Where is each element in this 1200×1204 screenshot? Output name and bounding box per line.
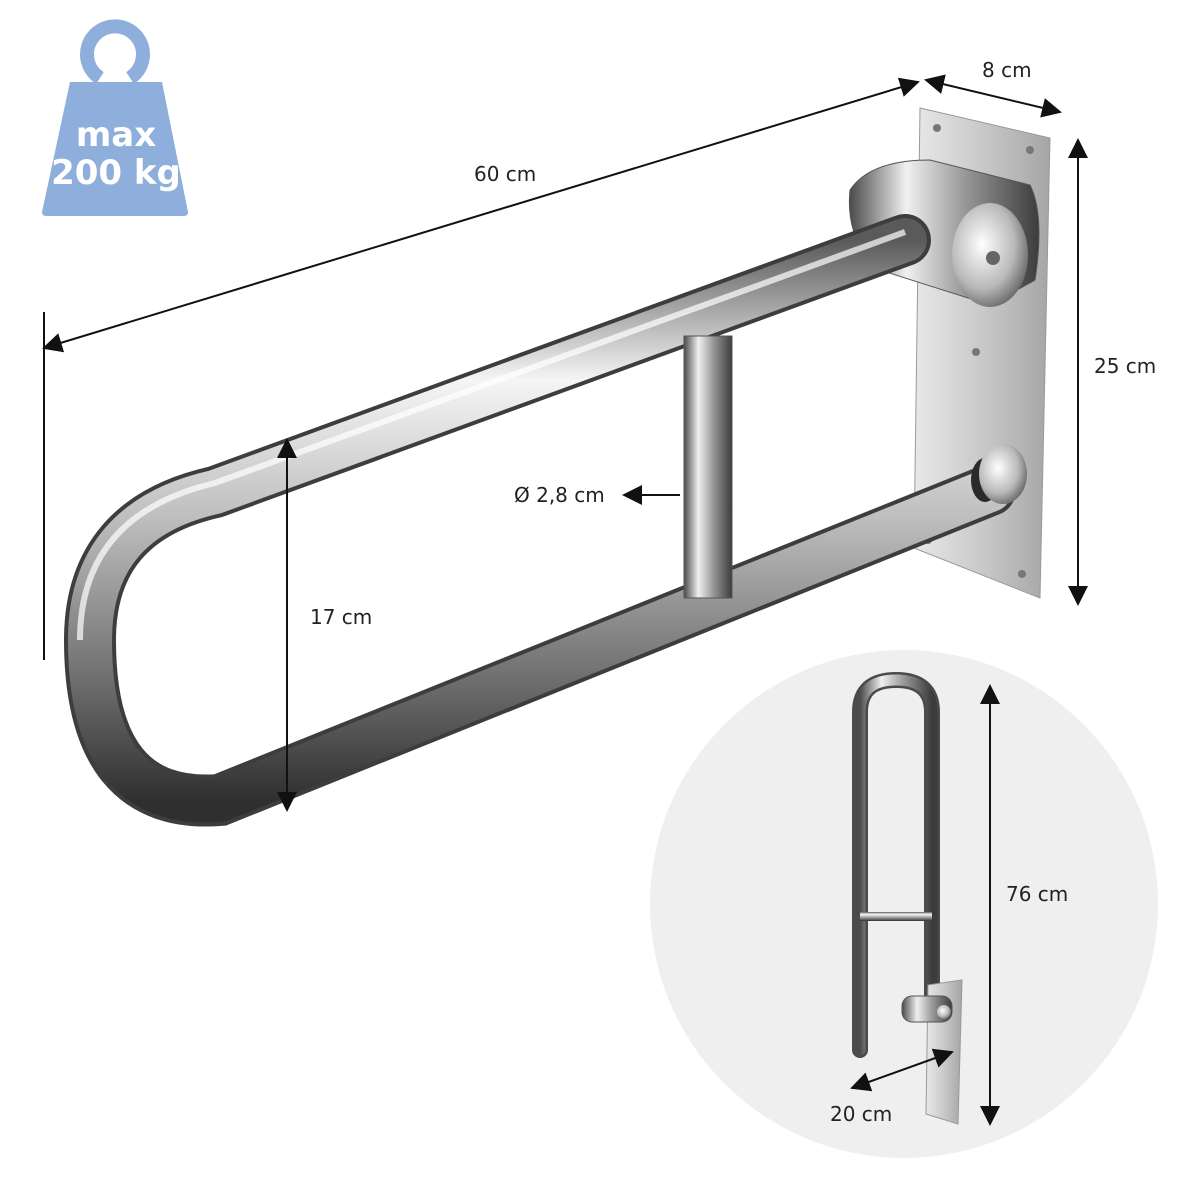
upright-height-label: 76 cm: [1006, 882, 1069, 906]
inner-gap-label: 17 cm: [310, 605, 373, 629]
depth-label: 8 cm: [982, 58, 1032, 82]
upright-view-inset: [650, 650, 1158, 1158]
length-label: 60 cm: [474, 162, 537, 186]
dimension-arrows: [42, 74, 1088, 812]
grab-bar: [63, 214, 1027, 827]
height-label: 25 cm: [1094, 354, 1157, 378]
weight-line-2: 200 kg: [51, 153, 181, 193]
tube-diameter-label: Ø 2,8 cm: [514, 483, 605, 507]
weight-line-1: max: [75, 115, 157, 155]
upright-width-label: 20 cm: [830, 1102, 893, 1126]
